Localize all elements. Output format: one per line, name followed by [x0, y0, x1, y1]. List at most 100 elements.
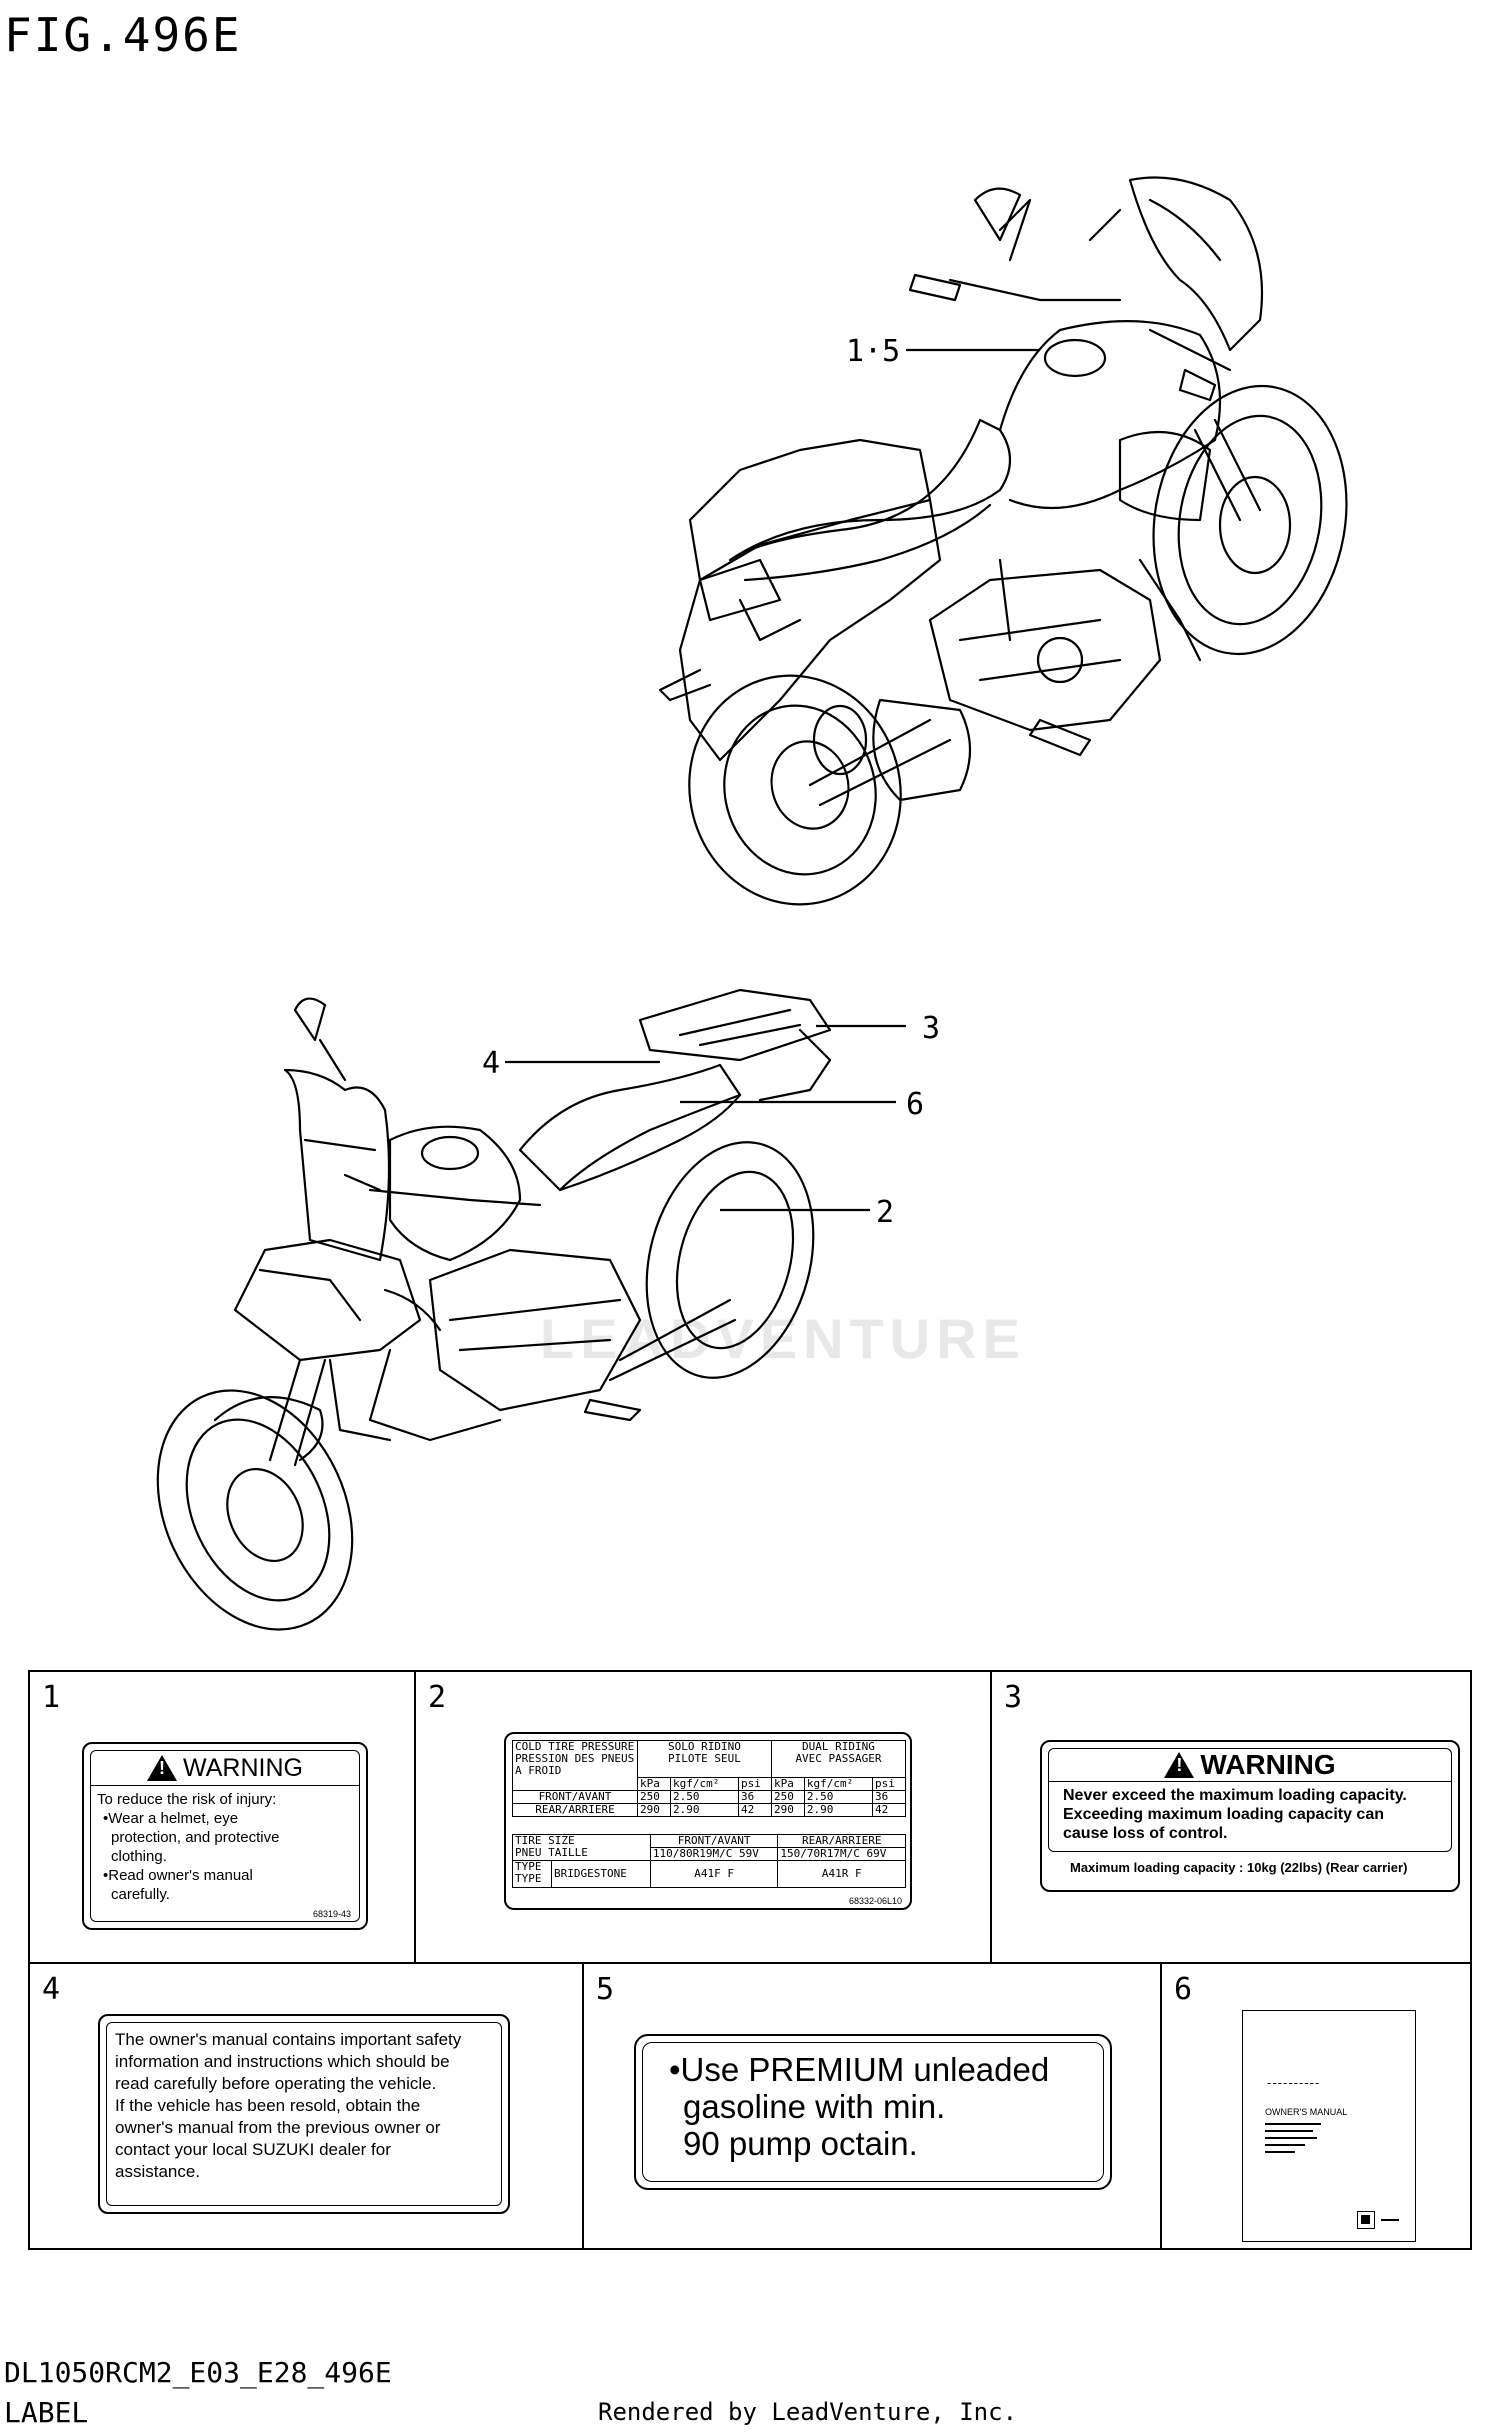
type-label: TYPE: [515, 1860, 542, 1873]
label-1-line: •Wear a helmet, eye: [103, 1810, 239, 1827]
label-1-sticker: WARNING To reduce the risk of injury: •W…: [82, 1742, 368, 1930]
manual-title: OWNER'S MANUAL: [1265, 2107, 1348, 2117]
callout-1-5: 1·5: [846, 334, 900, 369]
unit-kpa: kPa: [637, 1777, 671, 1791]
label-4-line: owner's manual from the previous owner o…: [115, 2118, 441, 2137]
motorcycle-lower: [156, 988, 832, 1631]
label-2-sticker: COLD TIRE PRESSURE PRESSION DES PNEUS A …: [504, 1732, 912, 1910]
label-number-1: 1: [42, 1680, 61, 1715]
label-cell-4: 4 The owner's manual contains important …: [28, 1962, 584, 2250]
front-value: 36: [738, 1790, 772, 1804]
rear-value: 42: [871, 1803, 907, 1817]
front-value: 250: [637, 1790, 671, 1804]
label-1-line: •Read owner's manual: [103, 1867, 253, 1884]
front-header: FRONT/AVANT: [649, 1834, 779, 1848]
front-value: 2.50: [669, 1790, 740, 1804]
label-4-line: information and instructions which shoul…: [115, 2052, 450, 2071]
label-4-line: read carefully before operating the vehi…: [115, 2074, 437, 2093]
callout-2: 2: [876, 1195, 894, 1230]
label-5-line: •Use PREMIUM unleaded: [669, 2051, 1050, 2088]
dual-riding-label-fr: AVEC PASSAGER: [795, 1752, 882, 1765]
label-1-line: To reduce the risk of injury:: [97, 1791, 277, 1808]
label-3-heading: WARNING: [1200, 1749, 1336, 1780]
label-cell-2: 2 COLD TIRE PRESSURE PRESSION DES PNEUS …: [414, 1670, 992, 1964]
rear-value: 2.90: [803, 1803, 873, 1817]
cold-tire-pressure-label-fr2: A FROID: [515, 1764, 562, 1777]
motorcycle-upper: [658, 176, 1348, 906]
figure-title: FIG.496E: [4, 8, 242, 62]
manual-text-line: [1265, 2144, 1305, 2146]
tire-size-table: TIRE SIZE PNEU TAILLE FRONT/AVANT REAR/A…: [512, 1834, 906, 1888]
warning-triangle-icon: [147, 1755, 178, 1781]
label-4-line: The owner's manual contains important sa…: [115, 2030, 462, 2049]
front-value: 2.50: [803, 1790, 873, 1804]
rear-value: 290: [770, 1803, 805, 1817]
label-1-line: clothing.: [111, 1848, 167, 1865]
label-4-line: If the vehicle has been resold, obtain t…: [115, 2096, 421, 2115]
rear-tire-type: A41R F: [777, 1860, 906, 1888]
label-3-line: Exceeding maximum loading capacity can: [1063, 1806, 1384, 1823]
label-cell-6: 6 ---------- OWNER'S MANUAL: [1160, 1962, 1472, 2250]
manual-text-line: [1265, 2123, 1321, 2125]
rear-value: 290: [637, 1803, 671, 1817]
label-cell-5: 5 •Use PREMIUM unleaded gasoline with mi…: [582, 1962, 1162, 2250]
tire-brand: BRIDGESTONE: [551, 1860, 651, 1888]
label-3-line: Never exceed the maximum loading capacit…: [1063, 1787, 1407, 1804]
label-1-line: protection, and protective: [111, 1829, 280, 1846]
front-label: FRONT/AVANT: [512, 1790, 638, 1804]
cold-tire-pressure-label-fr: PRESSION DES PNEUS: [515, 1752, 635, 1765]
label-3-line: cause loss of control.: [1063, 1825, 1228, 1842]
front-tire-size: 110/80R19M/C 59V: [649, 1847, 779, 1861]
label-number-6: 6: [1174, 1972, 1193, 2007]
label-number-5: 5: [596, 1972, 615, 2007]
manual-dashes: ----------: [1267, 2075, 1321, 2090]
rendered-by-credit: Rendered by LeadVenture, Inc.: [598, 2398, 1018, 2426]
label-number-3: 3: [1004, 1680, 1023, 1715]
manual-text-line: [1265, 2130, 1313, 2132]
label-cell-1: 1 WARNING To reduce the risk of injury: …: [28, 1670, 416, 1964]
label-cell-3: 3 WARNING Never exceed the maximum loadi…: [990, 1670, 1472, 1964]
label-1-code: 68319-43: [312, 1909, 351, 1919]
owners-manual-booklet: ---------- OWNER'S MANUAL: [1242, 2010, 1416, 2242]
diagram-code: DL1050RCM2_E03_E28_496E: [4, 2356, 392, 2389]
manual-text-line: [1265, 2151, 1295, 2153]
front-value: 250: [770, 1790, 805, 1804]
label-4-line: assistance.: [115, 2162, 201, 2181]
callout-6: 6: [906, 1087, 924, 1122]
tire-size-label-fr: PNEU TAILLE: [515, 1846, 588, 1859]
label-1-warning-header: WARNING: [91, 1751, 359, 1786]
label-5-line: gasoline with min.: [683, 2088, 946, 2125]
front-tire-type: A41F F: [649, 1860, 779, 1888]
dual-riding-label: DUAL RIDING: [802, 1740, 875, 1753]
cold-tire-pressure-label: COLD TIRE PRESSURE: [515, 1740, 635, 1753]
label-1-line: carefully.: [111, 1886, 170, 1903]
manual-footer-line: [1381, 2219, 1399, 2221]
rear-label: REAR/ARRIERE: [512, 1803, 638, 1817]
label-3-warning-header: WARNING: [1049, 1749, 1451, 1782]
unit-kpa: kPa: [770, 1777, 805, 1791]
type-label-fr: TYPE: [515, 1872, 542, 1885]
label-3-sticker: WARNING Never exceed the maximum loading…: [1040, 1740, 1460, 1892]
suzuki-logo-icon: [1357, 2211, 1375, 2229]
callout-3: 3: [922, 1011, 940, 1046]
tire-pressure-table: COLD TIRE PRESSURE PRESSION DES PNEUS A …: [512, 1740, 907, 1817]
unit-kgf: kgf/cm²: [803, 1777, 873, 1791]
label-4-sticker: The owner's manual contains important sa…: [98, 2014, 510, 2214]
front-value: 36: [871, 1790, 907, 1804]
rear-tire-size: 150/70R17M/C 69V: [777, 1847, 906, 1861]
solo-riding-label-fr: PILOTE SEUL: [668, 1752, 741, 1765]
label-4-line: contact your local SUZUKI dealer for: [115, 2140, 391, 2159]
rear-value: 2.90: [669, 1803, 740, 1817]
rear-value: 42: [738, 1803, 772, 1817]
watermark: LEADVENTURE: [540, 1307, 1026, 1370]
rear-header: REAR/ARRIERE: [777, 1834, 906, 1848]
manual-text-line: [1265, 2137, 1317, 2139]
warning-triangle-icon: [1164, 1752, 1195, 1778]
label-3-capacity: Maximum loading capacity : 10kg (22lbs) …: [1070, 1860, 1408, 1875]
label-number-2: 2: [428, 1680, 447, 1715]
motorcycle-illustrations: LEADVENTURE: [156, 176, 1348, 1631]
label-1-heading: WARNING: [183, 1753, 303, 1782]
callout-4: 4: [482, 1046, 500, 1081]
tire-size-label: TIRE SIZE: [515, 1834, 575, 1847]
diagram-section-label: LABEL: [4, 2396, 89, 2429]
